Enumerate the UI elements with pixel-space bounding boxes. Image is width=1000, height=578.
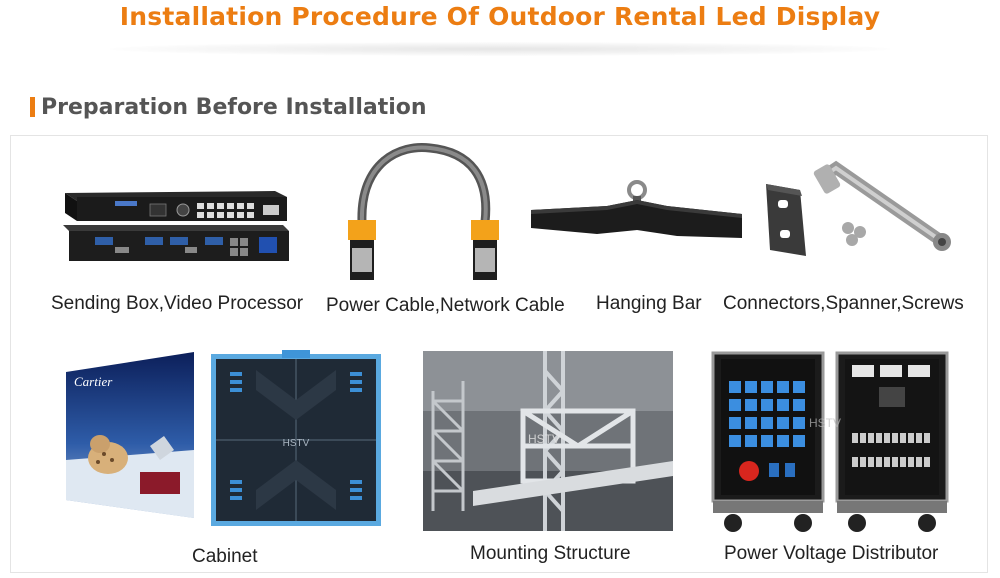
page-title: Installation Procedure Of Outdoor Rental… [119, 2, 881, 31]
caption-sending-box: Sending Box,Video Processor [51, 293, 304, 314]
power-distributor-image: HSTV [707, 351, 952, 536]
section-header: Preparation Before Installation [30, 92, 427, 122]
caption-hanging-bar: Hanging Bar [596, 293, 702, 314]
caption-power-cable: Power Cable,Network Cable [326, 295, 565, 316]
hstv-watermark-text: HSTV [528, 432, 560, 446]
cartier-logo-text: Cartier [74, 374, 113, 389]
connectors-spanner-image [760, 160, 960, 260]
hstv-distributor-watermark: HSTV [809, 416, 841, 430]
title-underline-shadow [110, 42, 890, 56]
caption-power-distributor: Power Voltage Distributor [724, 543, 939, 564]
cabinet-image: Cartier HSTV [60, 350, 390, 535]
caption-connectors: Connectors,Spanner,Screws [723, 293, 964, 314]
hanging-bar-image [527, 176, 747, 246]
mounting-structure-image: HSTV [423, 351, 673, 531]
power-cable-image [340, 142, 510, 292]
hstv-panel-text: HSTV [283, 438, 310, 449]
caption-mounting-structure: Mounting Structure [470, 543, 631, 564]
section-accent-bar [30, 97, 35, 117]
sending-box-image [55, 183, 295, 273]
section-title: Preparation Before Installation [41, 94, 427, 120]
caption-cabinet: Cabinet [192, 546, 258, 567]
